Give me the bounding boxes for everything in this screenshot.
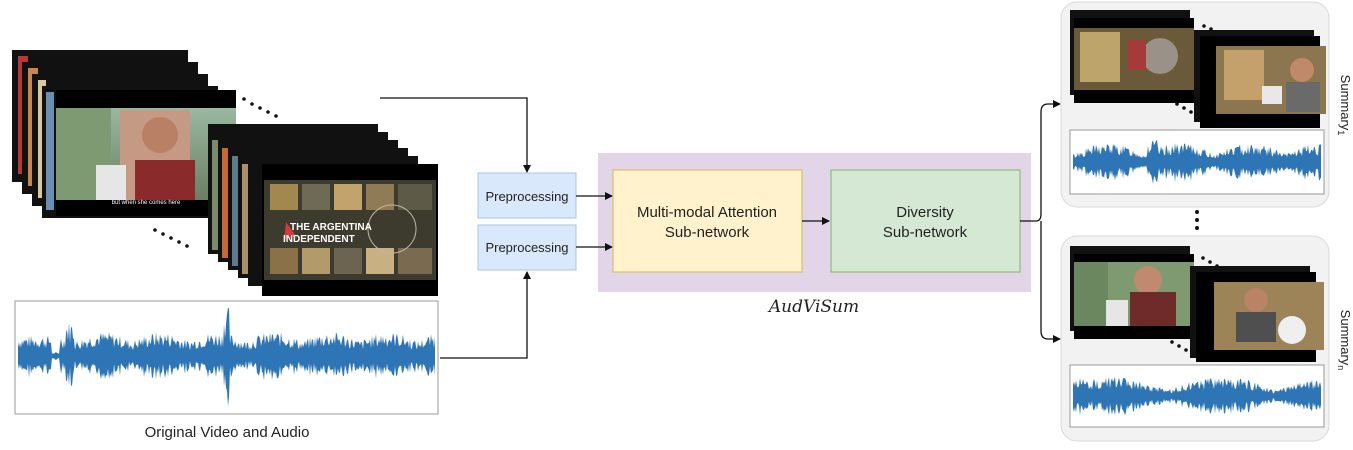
attention-label-line2: Sub-network: [665, 224, 750, 241]
audio-waveform: [18, 307, 435, 407]
model-name: AudViSum: [767, 297, 859, 317]
summaryn-dots: [1170, 256, 1219, 352]
attention-label-line1: Multi-modal Attention: [637, 204, 777, 221]
input-caption: Original Video and Audio: [145, 424, 310, 441]
frame-subtitle: but when she comes here: [112, 200, 181, 206]
audio-to-preprocess-arrow: [440, 271, 531, 359]
video-frame-stack-1: but when she comes here: [12, 50, 236, 218]
diversity-label-line2: Sub-network: [883, 224, 968, 241]
ellipsis-dots-1: [153, 97, 278, 248]
preprocessing-box-bottom: [477, 224, 577, 271]
frame-title-line1: THE ARGENTINA: [290, 222, 372, 233]
preprocessing-label-top: Preprocessing: [485, 189, 568, 204]
summary1-frames: [1070, 10, 1326, 128]
summary1-dots: [1175, 24, 1220, 114]
summary-vertical-dots: [1195, 210, 1199, 230]
frame-title-line2: INDEPENDENT: [283, 234, 355, 245]
diversity-subnetwork-box: [830, 169, 1021, 273]
summaryn-waveform: [1073, 377, 1321, 416]
to-summaryn-arrow: [1040, 221, 1061, 343]
attention-subnetwork-box: [612, 169, 803, 273]
summaryn-frames: [1070, 246, 1324, 362]
video-to-preprocess-arrow: [380, 97, 531, 173]
preprocessing-label-bottom: Preprocessing: [485, 240, 568, 255]
diversity-label-line1: Diversity: [896, 204, 954, 221]
to-summary1-arrow: [1020, 100, 1061, 222]
video-frame-stack-2: THE ARGENTINA INDEPENDENT: [208, 124, 438, 296]
summary1-waveform: [1073, 139, 1321, 184]
summary1-label: Summary1: [1336, 75, 1353, 136]
summaryn-label: Summaryn: [1336, 310, 1353, 371]
